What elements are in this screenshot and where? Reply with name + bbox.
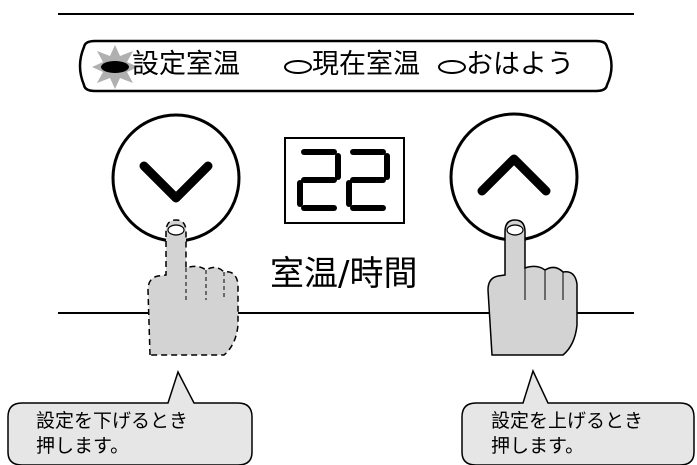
mode-morning-label: おはよう — [466, 49, 574, 80]
down-callout-line1: 設定を下げるとき — [36, 410, 189, 432]
pointing-hand-icon — [487, 219, 578, 356]
down-button[interactable] — [111, 113, 241, 243]
lcd-digits — [297, 149, 390, 211]
mode-selector-frame — [78, 39, 613, 93]
mode-current-label: 現在室温 — [312, 49, 420, 80]
setpoint-indicator-lamp — [101, 61, 129, 73]
chevron-up-icon — [477, 154, 551, 196]
up-callout-line1: 設定を上げるとき — [491, 410, 644, 432]
down-callout-line2: 押します。 — [36, 435, 130, 457]
pointing-hand-icon — [147, 219, 239, 356]
up-callout-line2: 押します。 — [491, 435, 585, 457]
current-indicator-lamp — [284, 60, 312, 74]
chevron-down-icon — [139, 161, 213, 203]
readout-label: 室温/時間 — [270, 254, 418, 294]
morning-indicator-lamp — [438, 60, 466, 74]
up-button[interactable] — [449, 112, 579, 242]
mode-setpoint-label: 設定室温 — [132, 49, 240, 80]
